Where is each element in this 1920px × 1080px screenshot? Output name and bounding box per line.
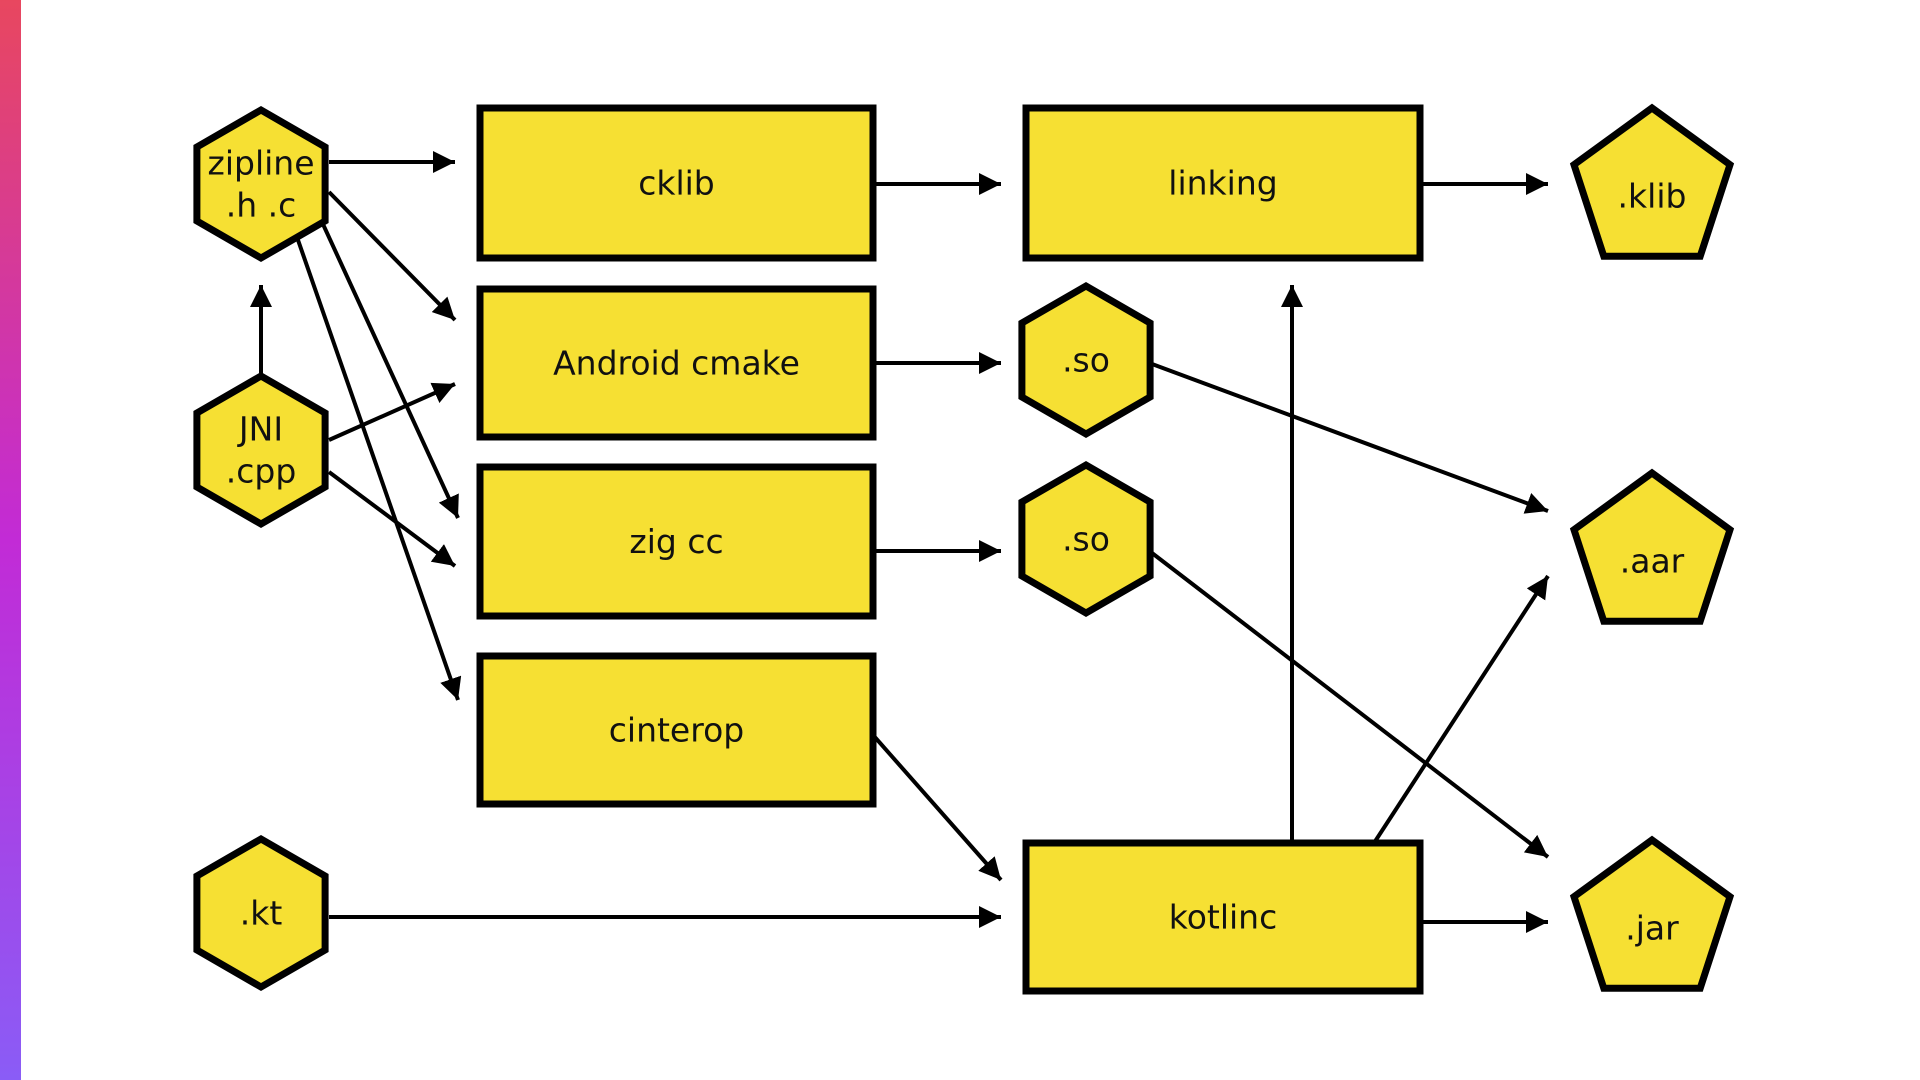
node-aar: .aar: [1569, 468, 1735, 625]
edge-cinterop-to-kotlinc: [871, 733, 1003, 882]
node-so-zig-label: .so: [1062, 520, 1110, 559]
edge-zipline-to-cinterop: [296, 239, 462, 701]
node-aar-pentagon: [1569, 468, 1735, 625]
node-kt-hexagon: [193, 834, 329, 992]
node-linking-box: [1022, 104, 1424, 262]
node-android-cmake: Android cmake: [476, 285, 877, 441]
node-zig-cc-box: [476, 463, 877, 620]
node-linking: linking: [1022, 104, 1424, 262]
edge-kotlinc-to-aar: [1372, 574, 1550, 845]
node-zig-cc-label: zig cc: [629, 522, 723, 561]
node-android-cmake-box: [476, 285, 877, 441]
node-cklib: cklib: [476, 104, 877, 262]
accent-bar: [0, 0, 21, 1080]
node-cklib-label: cklib: [638, 164, 715, 203]
node-zipline-label: zipline: [208, 144, 315, 183]
node-zipline-label: .h .c: [226, 186, 297, 225]
node-kt: .kt: [193, 834, 329, 992]
node-jni-label: JNI: [237, 410, 283, 449]
node-klib-label: .klib: [1618, 177, 1687, 216]
node-so-android: .so: [1018, 281, 1154, 439]
node-kotlinc: kotlinc: [1022, 839, 1424, 995]
edge-zipline-to-android-cmake: [327, 190, 457, 322]
node-so-android-label: .so: [1062, 341, 1110, 380]
node-zipline: zipline.h .c: [193, 105, 329, 263]
node-so-android-hexagon: [1018, 281, 1154, 439]
node-linking-label: linking: [1168, 164, 1277, 203]
edge-so-android-to-aar: [1151, 362, 1549, 514]
edge-zipline-to-zig-cc: [320, 221, 460, 519]
node-cinterop-box: [476, 652, 877, 808]
node-cinterop-label: cinterop: [609, 711, 744, 750]
node-zipline-hexagon: [193, 105, 329, 263]
edge-so-zig-to-jar: [1150, 551, 1550, 859]
node-jar-label: .jar: [1625, 909, 1679, 948]
node-jar-pentagon: [1569, 835, 1735, 992]
node-so-zig-hexagon: [1018, 460, 1154, 618]
node-klib-pentagon: [1569, 103, 1735, 260]
node-android-cmake-label: Android cmake: [553, 344, 800, 383]
node-jni: JNI.cpp: [193, 371, 329, 529]
node-klib: .klib: [1569, 103, 1735, 260]
node-jni-hexagon: [193, 371, 329, 529]
node-zig-cc: zig cc: [476, 463, 877, 620]
node-so-zig: .so: [1018, 460, 1154, 618]
edge-jni-to-zig-cc: [327, 470, 457, 568]
node-kt-label: .kt: [240, 894, 283, 933]
node-jar: .jar: [1569, 835, 1735, 992]
edge-jni-to-android-cmake: [328, 382, 456, 442]
node-cinterop: cinterop: [476, 652, 877, 808]
node-kotlinc-box: [1022, 839, 1424, 995]
node-cklib-box: [476, 104, 877, 262]
edges-layer: [250, 151, 1550, 933]
node-jni-label: .cpp: [226, 452, 297, 491]
node-aar-label: .aar: [1620, 542, 1685, 581]
node-kotlinc-label: kotlinc: [1169, 898, 1277, 937]
